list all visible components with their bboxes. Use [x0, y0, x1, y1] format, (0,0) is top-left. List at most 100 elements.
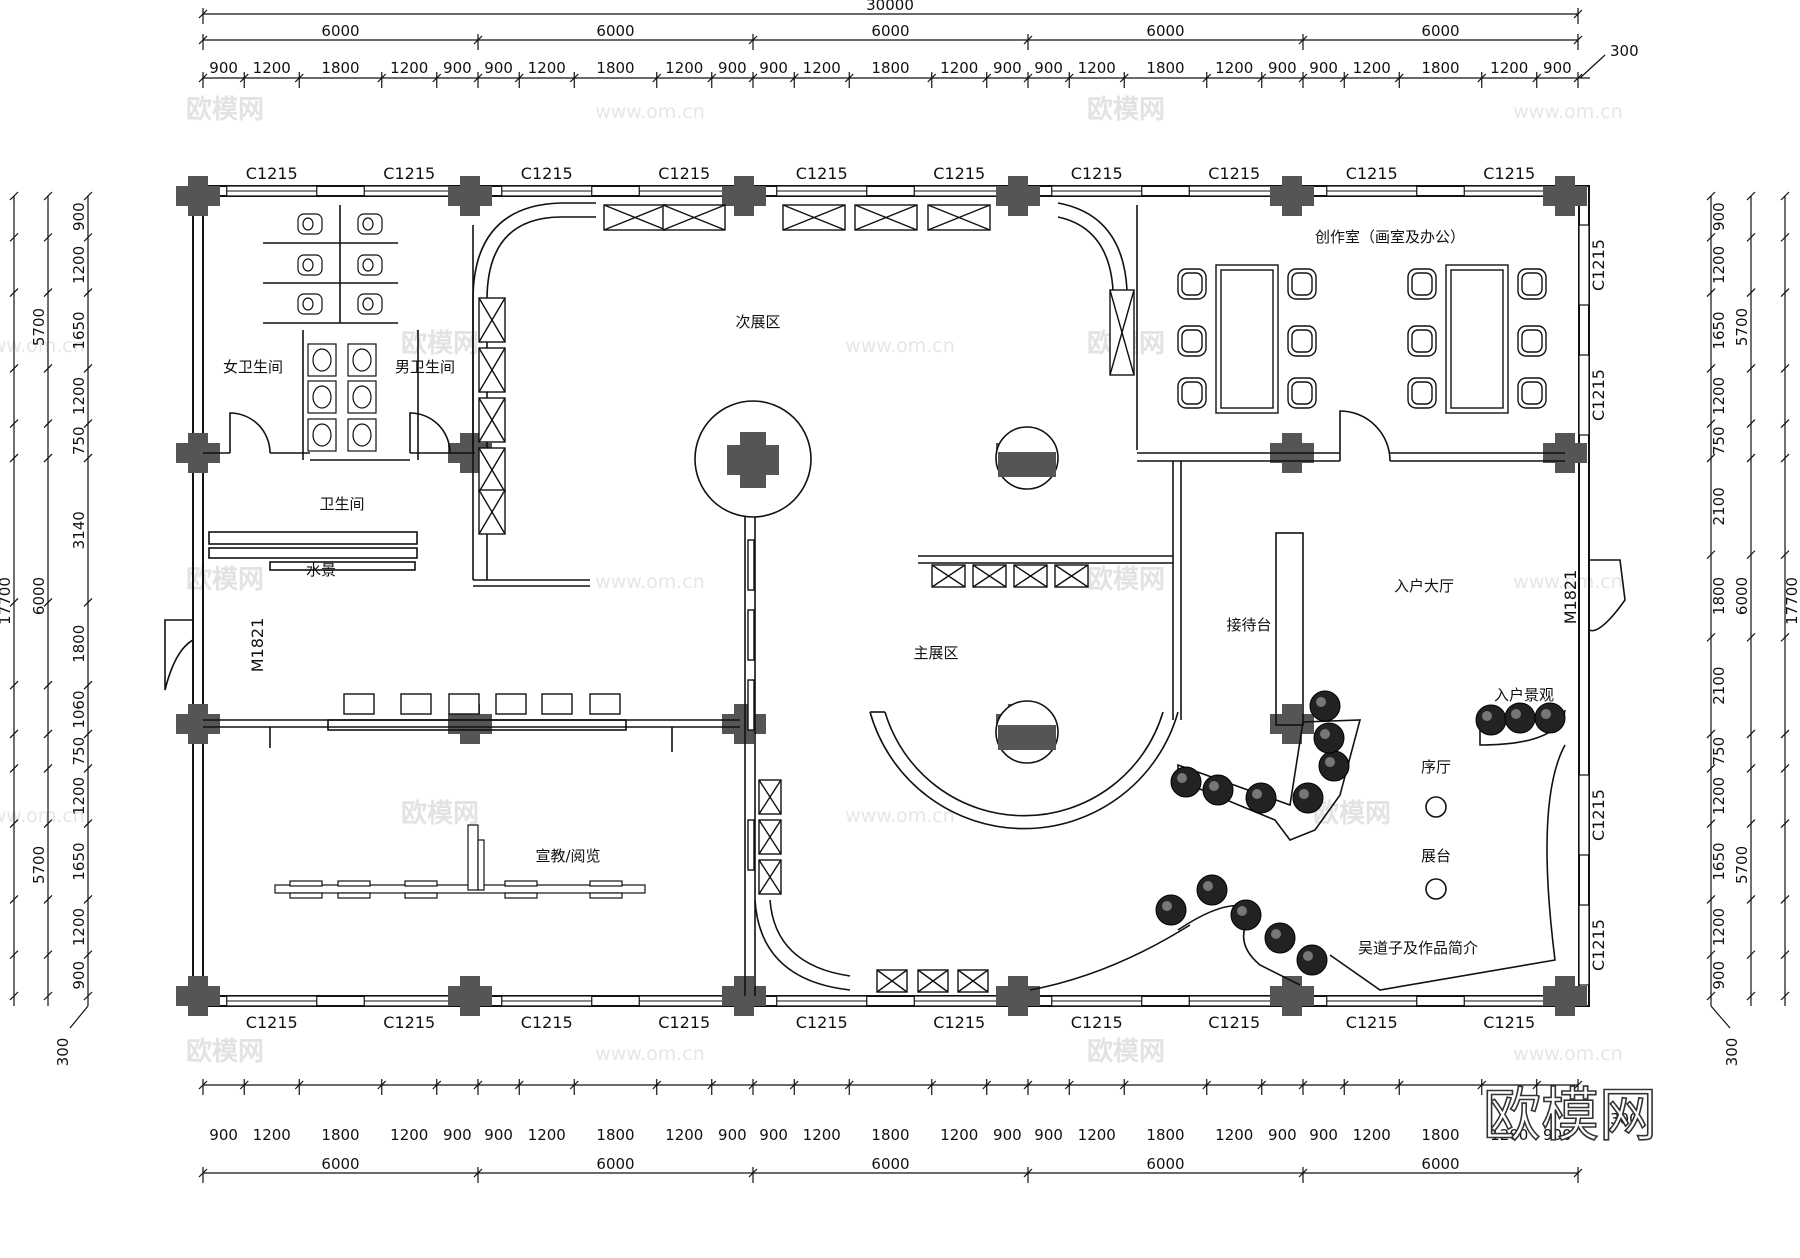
- room-label-reading: 宣教/阅览: [535, 847, 600, 865]
- shrub: [1318, 750, 1350, 782]
- watermark-url: www.om.cn: [0, 805, 85, 827]
- watermark-url: www.om.cn: [845, 335, 955, 357]
- window-label-top: C1215: [658, 164, 710, 183]
- bottom-bay-label: 6000: [1146, 1155, 1184, 1173]
- window-label-top: C1215: [383, 164, 435, 183]
- room-label-mens-wc: 男卫生间: [395, 358, 455, 376]
- shrub: [1155, 894, 1187, 926]
- right-sub-label: 1200: [1710, 777, 1728, 815]
- bottom-sub-label: 1200: [253, 1126, 291, 1144]
- column: [1008, 176, 1028, 216]
- tick-mark: [9, 729, 19, 739]
- column: [1555, 176, 1575, 216]
- tick-mark: [1780, 895, 1790, 904]
- chair-seat: [1291, 329, 1313, 353]
- top-sub-label: 1800: [596, 59, 634, 77]
- tick-mark: [1780, 288, 1790, 297]
- tick-mark: [43, 453, 53, 463]
- shrub: [1230, 899, 1262, 931]
- top-offset-label: 300: [1610, 42, 1639, 60]
- chair-seat: [1411, 381, 1433, 405]
- watermark-brand: 欧模网: [186, 94, 264, 125]
- shrub-highlight: [1541, 709, 1551, 719]
- tick-mark: [83, 950, 93, 960]
- display-case-cross: [917, 969, 949, 993]
- window-label-top: C1215: [1483, 164, 1535, 183]
- watermark-url: www.om.cn: [1513, 1043, 1623, 1065]
- shrub: [1313, 722, 1345, 754]
- shrub-highlight: [1320, 729, 1330, 739]
- reading-tables: [274, 824, 646, 899]
- tick-mark: [1746, 232, 1756, 242]
- display-box: [448, 693, 480, 715]
- tick-mark: [83, 819, 93, 829]
- tick-mark: [1780, 363, 1790, 373]
- top-sub-label: 1200: [1490, 59, 1528, 77]
- right-sub-label: 2100: [1710, 667, 1728, 705]
- left-sub-label: 1200: [70, 377, 88, 415]
- studio-table-top: [1220, 269, 1274, 409]
- watermark-brand: 欧模网: [1087, 1036, 1165, 1067]
- sink-basin: [352, 385, 372, 409]
- tick-mark: [83, 191, 93, 201]
- right-offset-label: 300: [1723, 1038, 1741, 1067]
- bottom-sub-label: 1200: [940, 1126, 978, 1144]
- left-sub-label: 3140: [70, 511, 88, 549]
- watermark-url: www.om.cn: [595, 101, 705, 123]
- top-sub-label: 900: [1309, 59, 1338, 77]
- window-label-bottom: C1215: [246, 1013, 298, 1032]
- tick-mark: [1746, 419, 1756, 429]
- shrub-highlight: [1325, 757, 1335, 767]
- chair-seat: [1181, 381, 1203, 405]
- tick-mark: [83, 991, 93, 1001]
- sink-basin: [352, 348, 372, 372]
- toilet-bowl: [362, 258, 374, 272]
- bottom-sub-label: 1800: [1421, 1126, 1459, 1144]
- column: [734, 976, 754, 1016]
- toilet-bowl: [302, 217, 314, 231]
- bottom-sub-label: 900: [1268, 1126, 1297, 1144]
- door-label-left: M1821: [248, 618, 267, 673]
- display-case-cross: [758, 859, 782, 895]
- chair-seat: [1411, 329, 1433, 353]
- display-case-cross: [931, 564, 966, 588]
- tick-mark: [43, 819, 53, 829]
- top-sub-label: 900: [1543, 59, 1572, 77]
- top-sub-label: 1200: [253, 59, 291, 77]
- door-label-right: M1821: [1561, 570, 1580, 625]
- tick-mark: [1706, 288, 1716, 297]
- shrub-highlight: [1237, 906, 1247, 916]
- window: [1578, 224, 1590, 306]
- display-case-cross: [854, 204, 918, 231]
- exterior-walls: [192, 185, 1590, 1007]
- chair-seat: [1181, 272, 1203, 296]
- tick-mark: [1780, 991, 1790, 1001]
- window-label-bottom: C1215: [658, 1013, 710, 1032]
- display-box: [541, 693, 573, 715]
- bottom-sub-label: 1200: [390, 1126, 428, 1144]
- window-label-top: C1215: [1208, 164, 1260, 183]
- dimension-lines: [13, 13, 1786, 1174]
- toilet-bowl: [362, 217, 374, 231]
- watermark-brand: 欧模网: [186, 564, 264, 595]
- watermark-url: www.om.cn: [595, 571, 705, 593]
- bottom-sub-label: 900: [759, 1126, 788, 1144]
- left-sub-labels: 9001200165012007503140180010607501200165…: [70, 202, 88, 989]
- display-case-cross: [758, 819, 782, 855]
- shrub: [1292, 782, 1324, 814]
- display-case-cross: [603, 204, 667, 231]
- window-label-top: C1215: [246, 164, 298, 183]
- display-strip: [747, 819, 755, 871]
- tick-mark: [1746, 950, 1756, 960]
- dimension-ticks: [9, 8, 1790, 1183]
- window-label-right: C1215: [1589, 369, 1608, 421]
- shrub-highlight: [1303, 951, 1313, 961]
- room-label-secondary-exhibit: 次展区: [735, 313, 780, 331]
- top-sub-label: 900: [443, 59, 472, 77]
- bottom-sub-label: 1800: [321, 1126, 359, 1144]
- window-labels: C1215C1215C1215C1215C1215C1215C1215C1215…: [246, 164, 1608, 1032]
- display-case-cross: [478, 447, 506, 493]
- column: [460, 176, 480, 216]
- display-case-cross: [1054, 564, 1089, 588]
